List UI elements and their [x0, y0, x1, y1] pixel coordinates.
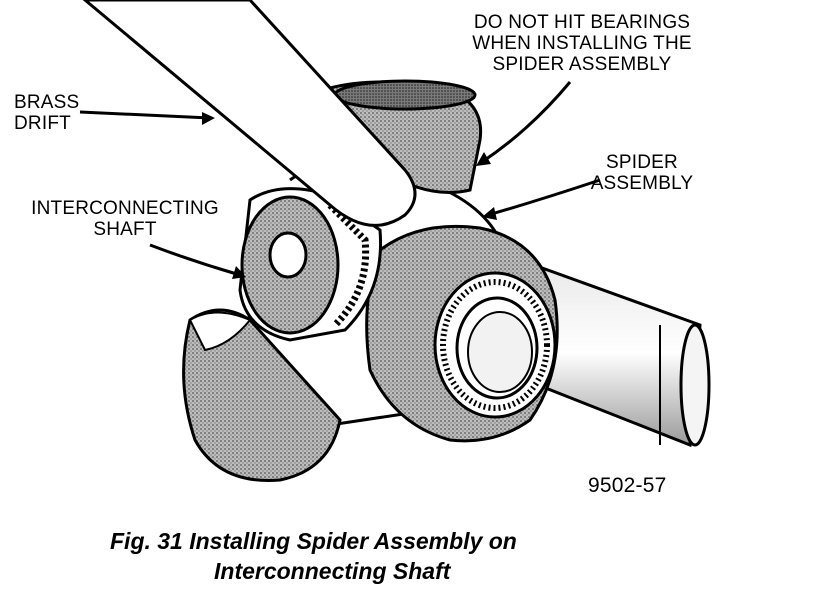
leader-do-not-hit	[481, 81, 572, 164]
brass-drift	[82, 0, 417, 227]
front-bearing-cup	[365, 224, 559, 443]
shaft-splined-end	[238, 187, 383, 342]
lower-bearing-cup	[182, 308, 342, 482]
brass-drift-label: BRASS DRIFT	[14, 92, 80, 134]
leader-spider-assembly	[487, 178, 601, 217]
interconnecting-shaft-label: INTERCONNECTING SHAFT	[31, 198, 219, 240]
caption-line-1: Fig. 31 Installing Spider Assembly on	[110, 528, 517, 554]
leader-lines	[79, 81, 601, 279]
figure-caption: Fig. 31 Installing Spider Assembly on In…	[110, 526, 610, 586]
leader-brass-drift	[79, 110, 211, 120]
caption-line-2: Interconnecting Shaft	[214, 558, 451, 584]
leader-interconnecting-shaft	[149, 243, 241, 277]
figure-code: 9502-57	[588, 474, 667, 497]
spider-assembly-label: SPIDER ASSEMBLY	[590, 152, 694, 194]
do-not-hit-bearings-label: DO NOT HIT BEARINGS WHEN INSTALLING THE …	[472, 12, 692, 75]
